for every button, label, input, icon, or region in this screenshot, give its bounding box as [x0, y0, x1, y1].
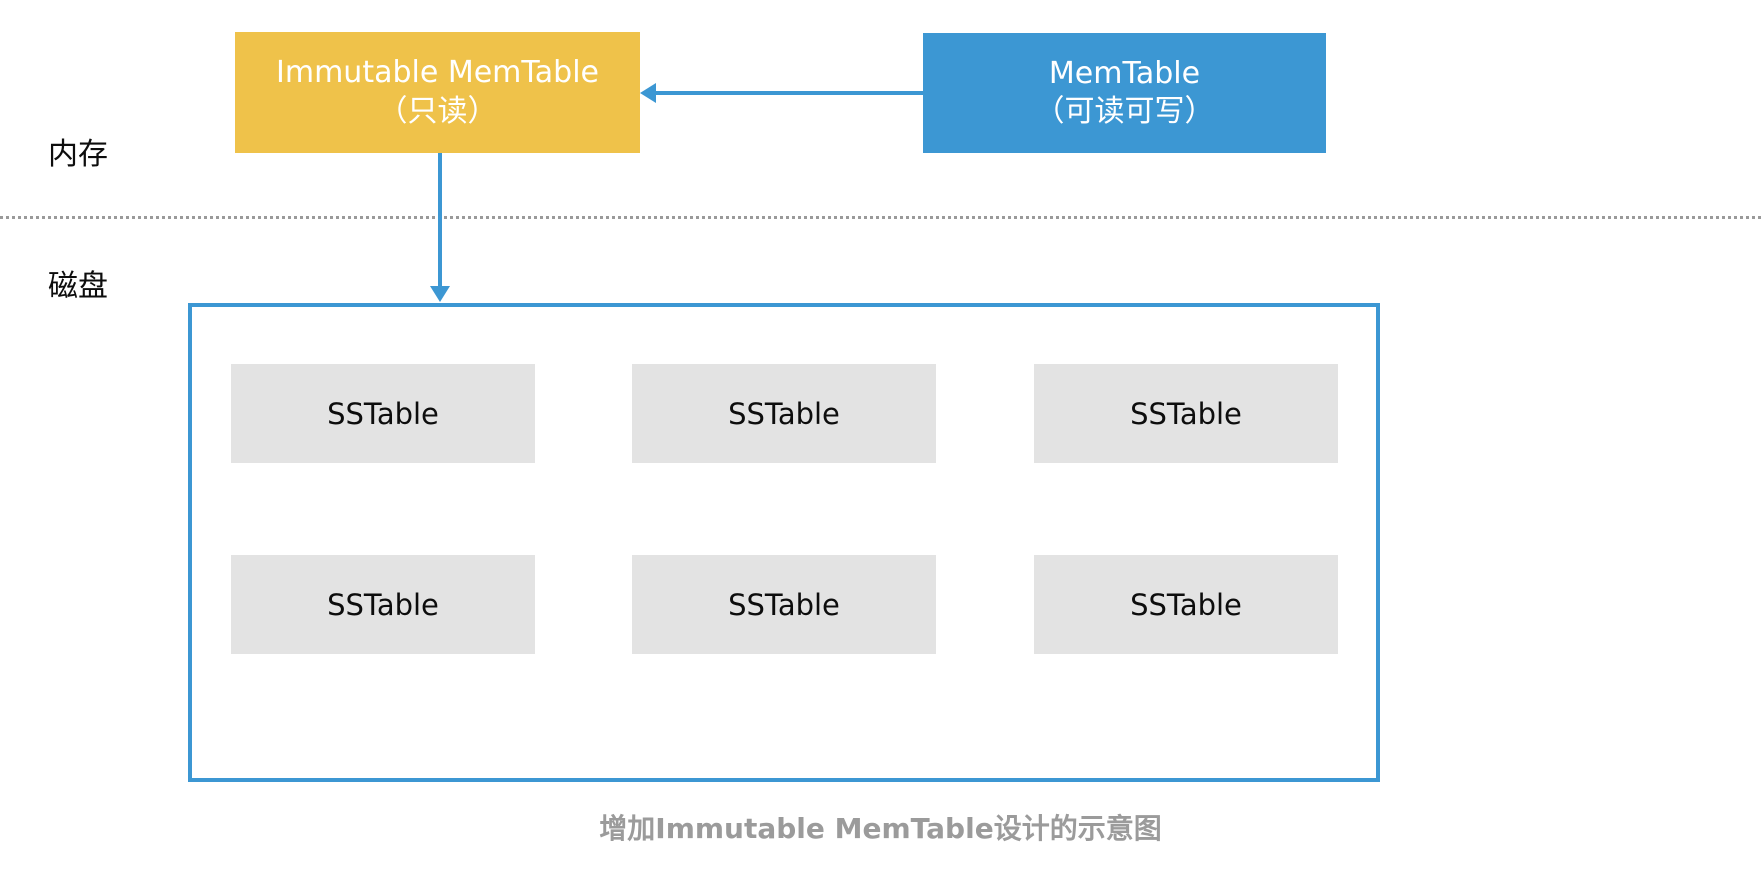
- sstable-box[interactable]: SSTable: [632, 364, 936, 463]
- sstable-label: SSTable: [327, 587, 439, 622]
- sstable-label: SSTable: [728, 396, 840, 431]
- immutable-memtable-title: Immutable MemTable: [276, 55, 599, 91]
- memtable-box[interactable]: MemTable （可读可写）: [923, 33, 1326, 153]
- memtable-subtitle: （可读可写）: [1034, 94, 1215, 129]
- sstable-label: SSTable: [327, 396, 439, 431]
- sstable-box[interactable]: SSTable: [1034, 555, 1338, 654]
- arrow-memtable-to-immutable-shaft: [654, 91, 924, 95]
- sstable-label: SSTable: [1130, 396, 1242, 431]
- sstable-label: SSTable: [728, 587, 840, 622]
- arrow-left-icon: [640, 83, 656, 103]
- memory-tier-label: 内存: [48, 137, 108, 172]
- sstable-label: SSTable: [1130, 587, 1242, 622]
- sstable-box[interactable]: SSTable: [632, 555, 936, 654]
- memtable-title: MemTable: [1048, 55, 1201, 91]
- disk-tier-label: 磁盘: [48, 269, 108, 304]
- disk-container: [188, 303, 1380, 782]
- arrow-down-icon: [430, 286, 450, 302]
- arrow-immutable-to-disk-shaft: [438, 153, 442, 288]
- sstable-box[interactable]: SSTable: [1034, 364, 1338, 463]
- diagram-caption: 增加Immutable MemTable设计的示意图: [599, 812, 1162, 845]
- memory-disk-divider: [0, 216, 1761, 219]
- immutable-memtable-box[interactable]: Immutable MemTable （只读）: [235, 32, 640, 153]
- immutable-memtable-subtitle: （只读）: [377, 93, 498, 129]
- sstable-box[interactable]: SSTable: [231, 555, 535, 654]
- sstable-box[interactable]: SSTable: [231, 364, 535, 463]
